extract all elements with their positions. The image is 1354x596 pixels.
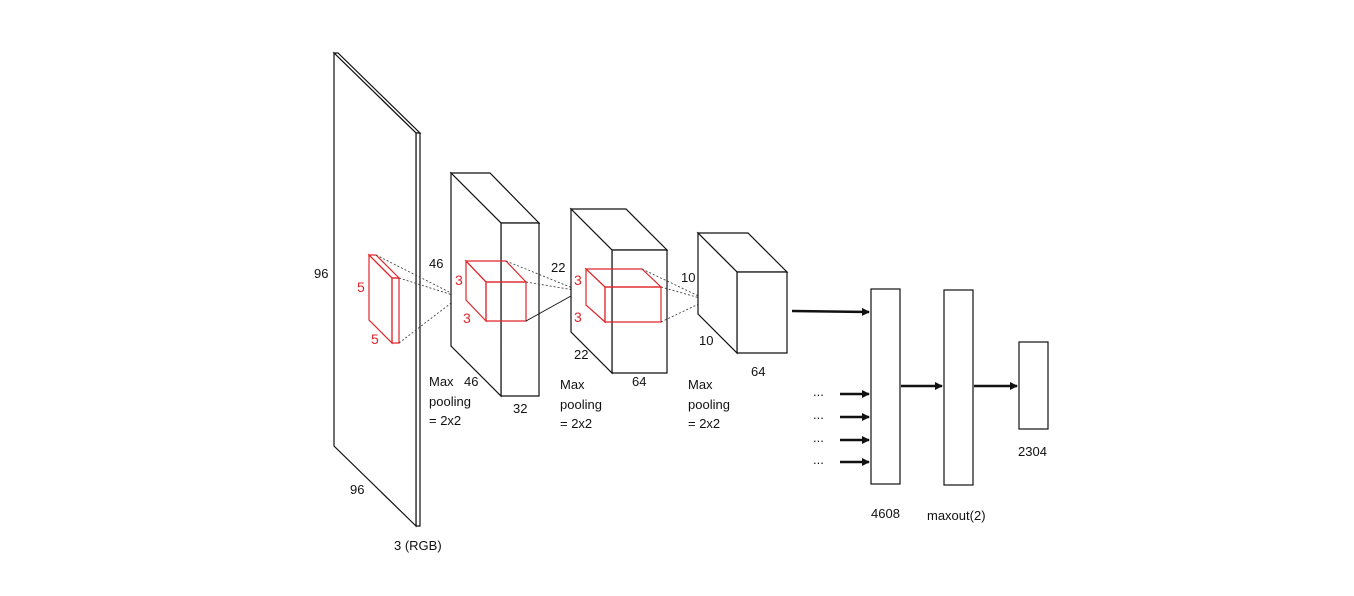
input-width-label: 96 xyxy=(350,482,364,497)
fc-layer-2304-label: 2304 xyxy=(1018,444,1047,459)
input-height-label: 96 xyxy=(314,266,328,281)
conv-2-width-label: 22 xyxy=(574,347,588,362)
pooling-3-line-1: Max xyxy=(688,377,713,392)
pooling-3-line-3: = 2x2 xyxy=(688,416,720,431)
pooling-label-3: Max pooling = 2x2 xyxy=(688,377,730,431)
conv-2-height-label: 22 xyxy=(551,260,565,275)
conv-3-block xyxy=(696,231,789,355)
pooling-2-line-2: pooling xyxy=(560,397,602,412)
kernel-3-height-label: 3 xyxy=(574,272,582,288)
kernel-1-projection xyxy=(375,254,460,344)
pooling-label-1: Max pooling = 2x2 xyxy=(429,374,471,428)
input-channels-label: 3 (RGB) xyxy=(394,538,442,553)
conv-2-block xyxy=(569,207,669,375)
fc-layer-4608-label: 4608 xyxy=(871,506,900,521)
pooling-2-line-3: = 2x2 xyxy=(560,416,592,431)
kernel-2-width-label: 3 xyxy=(463,310,471,326)
pooling-1-line-1: Max xyxy=(429,374,454,389)
conv-1-height-label: 46 xyxy=(429,256,443,271)
pooling-1-line-2: pooling xyxy=(429,394,471,409)
conv-1-block xyxy=(449,171,541,398)
fc-layer-maxout-label: maxout(2) xyxy=(927,508,986,523)
kernel-1-height-label: 5 xyxy=(357,279,365,295)
flow-arrows xyxy=(791,307,1018,466)
ellipsis-label-3: ... xyxy=(813,430,824,445)
conv-1-depth-label: 32 xyxy=(513,401,527,416)
kernel-1-width-label: 5 xyxy=(371,331,379,347)
pooling-1-line-3: = 2x2 xyxy=(429,413,461,428)
kernel-2-height-label: 3 xyxy=(455,272,463,288)
fc-layer-4608 xyxy=(870,288,901,485)
kernel-3-width-label: 3 xyxy=(574,309,582,325)
fc-layer-maxout xyxy=(943,289,974,486)
input-image-slab xyxy=(332,51,422,528)
arrow-conv3-to-fc xyxy=(791,307,870,316)
kernel-3-projection xyxy=(641,268,708,323)
ellipsis-label-2: ... xyxy=(813,407,824,422)
conv-3-depth-label: 64 xyxy=(751,364,765,379)
conv-1-width-label: 46 xyxy=(464,374,478,389)
conv-2-depth-label: 64 xyxy=(632,374,646,389)
pooling-3-line-2: pooling xyxy=(688,397,730,412)
pooling-2-line-1: Max xyxy=(560,377,585,392)
ellipsis-label-4: ... xyxy=(813,452,824,467)
fc-layer-2304 xyxy=(1018,341,1049,430)
conv-3-width-label: 10 xyxy=(699,333,713,348)
conv-3-height-label: 10 xyxy=(681,270,695,285)
pooling-label-2: Max pooling = 2x2 xyxy=(560,377,602,431)
ellipsis-label-1: ... xyxy=(813,384,824,399)
